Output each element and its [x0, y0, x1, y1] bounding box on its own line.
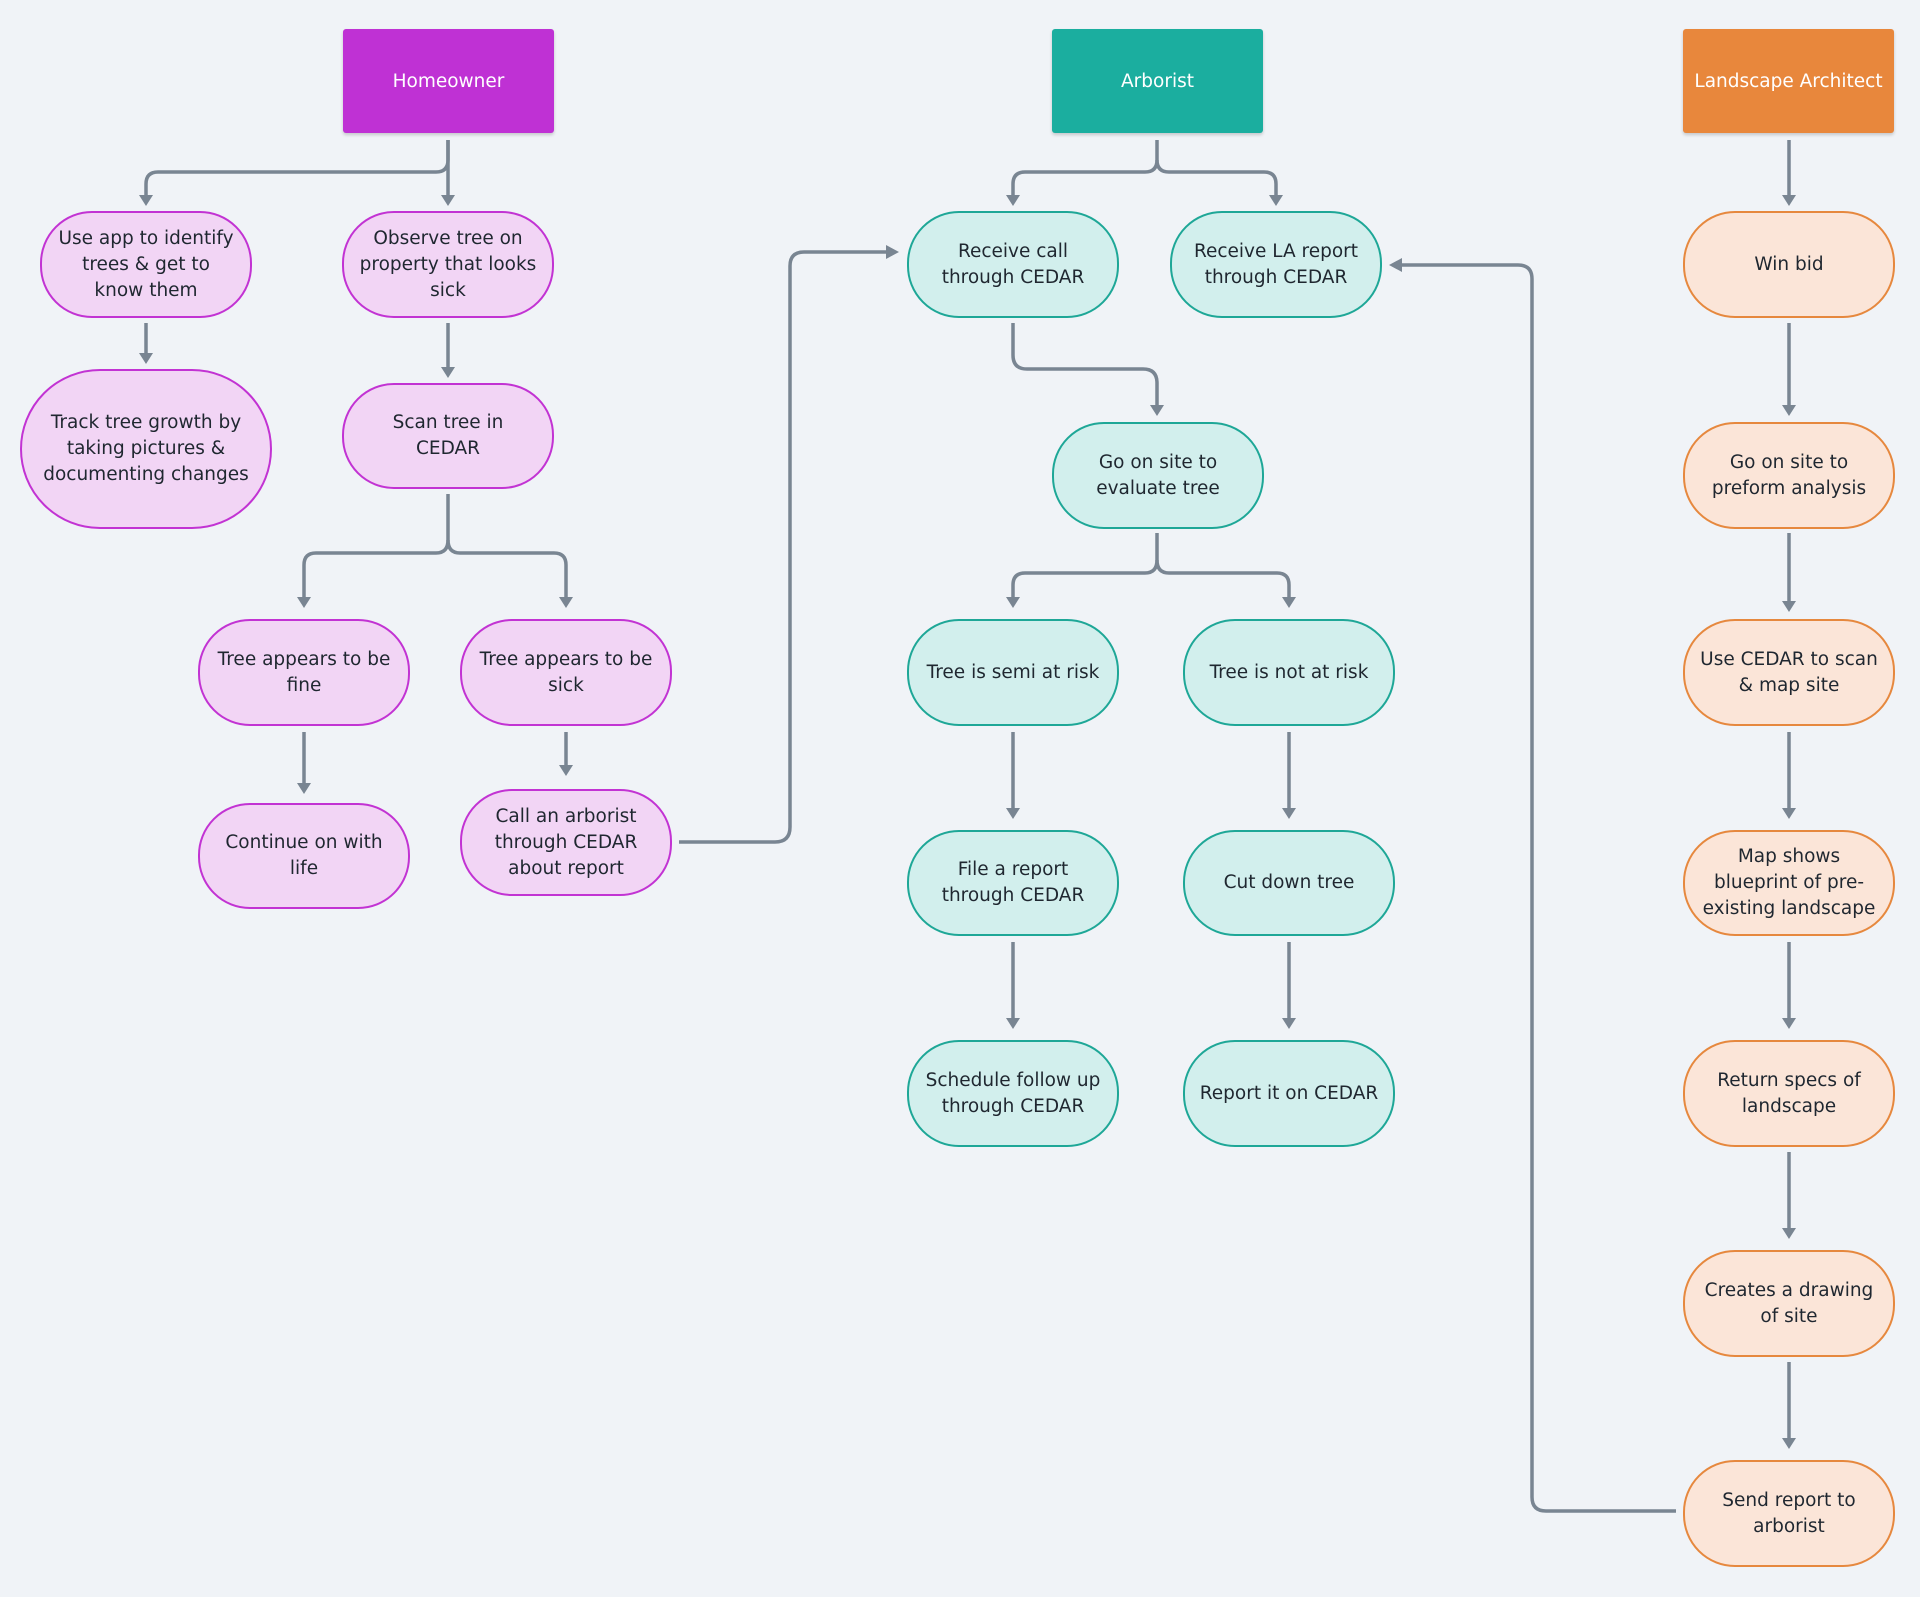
arrowhead [1006, 1018, 1020, 1029]
arrowhead [1006, 597, 1020, 608]
connector [1011, 533, 1159, 597]
arrowhead [1782, 808, 1796, 819]
arrowhead [1782, 1018, 1796, 1029]
arrowhead [1282, 808, 1296, 819]
arrowhead [1782, 1228, 1796, 1239]
node-go-on-site-analysis: Go on site to preform analysis [1683, 422, 1895, 529]
arrowhead [139, 353, 153, 364]
connector [1402, 263, 1676, 1513]
connector [1011, 140, 1159, 195]
arrowhead [559, 765, 573, 776]
arrowhead [559, 597, 573, 608]
connector [144, 140, 450, 195]
node-track-growth: Track tree growth by taking pictures & d… [20, 369, 272, 529]
arrowhead [1782, 195, 1796, 206]
node-not-at-risk: Tree is not at risk [1183, 619, 1395, 726]
node-creates-drawing: Creates a drawing of site [1683, 1250, 1895, 1357]
node-use-cedar-scan: Use CEDAR to scan & map site [1683, 619, 1895, 726]
node-observe-tree: Observe tree on property that looks sick [342, 211, 554, 318]
node-win-bid: Win bid [1683, 211, 1895, 318]
arrowhead [1006, 808, 1020, 819]
node-cut-down: Cut down tree [1183, 830, 1395, 936]
node-return-specs: Return specs of landscape [1683, 1040, 1895, 1147]
arrowhead [139, 195, 153, 206]
connector [1155, 159, 1278, 195]
node-appears-sick: Tree appears to be sick [460, 619, 672, 726]
arrowhead [1782, 1438, 1796, 1449]
lane-header-arborist: Arborist [1052, 29, 1263, 133]
connector [302, 494, 450, 597]
lane-header-landscape-architect: Landscape Architect [1683, 29, 1894, 133]
node-semi-at-risk: Tree is semi at risk [907, 619, 1119, 726]
node-schedule-follow-up: Schedule follow up through CEDAR [907, 1040, 1119, 1147]
arrowhead [1282, 1018, 1296, 1029]
arrowhead [1282, 597, 1296, 608]
connector [1011, 323, 1159, 405]
node-receive-la-report: Receive LA report through CEDAR [1170, 211, 1382, 318]
connector [1155, 559, 1291, 597]
connector [679, 250, 886, 844]
node-continue-life: Continue on with life [198, 803, 410, 909]
node-scan-tree: Scan tree in CEDAR [342, 383, 554, 489]
node-file-report: File a report through CEDAR [907, 830, 1119, 936]
node-map-blueprint: Map shows blueprint of pre-existing land… [1683, 830, 1895, 936]
arrowhead [297, 783, 311, 794]
arrowhead [1006, 195, 1020, 206]
arrowhead [886, 245, 899, 259]
node-call-arborist: Call an arborist through CEDAR about rep… [460, 789, 672, 896]
arrowhead [441, 367, 455, 378]
connector [446, 539, 568, 597]
node-report-on-cedar: Report it on CEDAR [1183, 1040, 1395, 1147]
arrowhead [1782, 405, 1796, 416]
arrowhead [297, 597, 311, 608]
arrowhead [1389, 258, 1402, 272]
arrowhead [441, 195, 455, 206]
lane-header-homeowner: Homeowner [343, 29, 554, 133]
node-receive-call: Receive call through CEDAR [907, 211, 1119, 318]
node-appears-fine: Tree appears to be fine [198, 619, 410, 726]
arrowhead [1782, 601, 1796, 612]
node-send-report: Send report to arborist [1683, 1460, 1895, 1567]
node-use-app: Use app to identify trees & get to know … [40, 211, 252, 318]
node-go-on-site-evaluate: Go on site to evaluate tree [1052, 422, 1264, 529]
arrowhead [1150, 405, 1164, 416]
arrowhead [1269, 195, 1283, 206]
